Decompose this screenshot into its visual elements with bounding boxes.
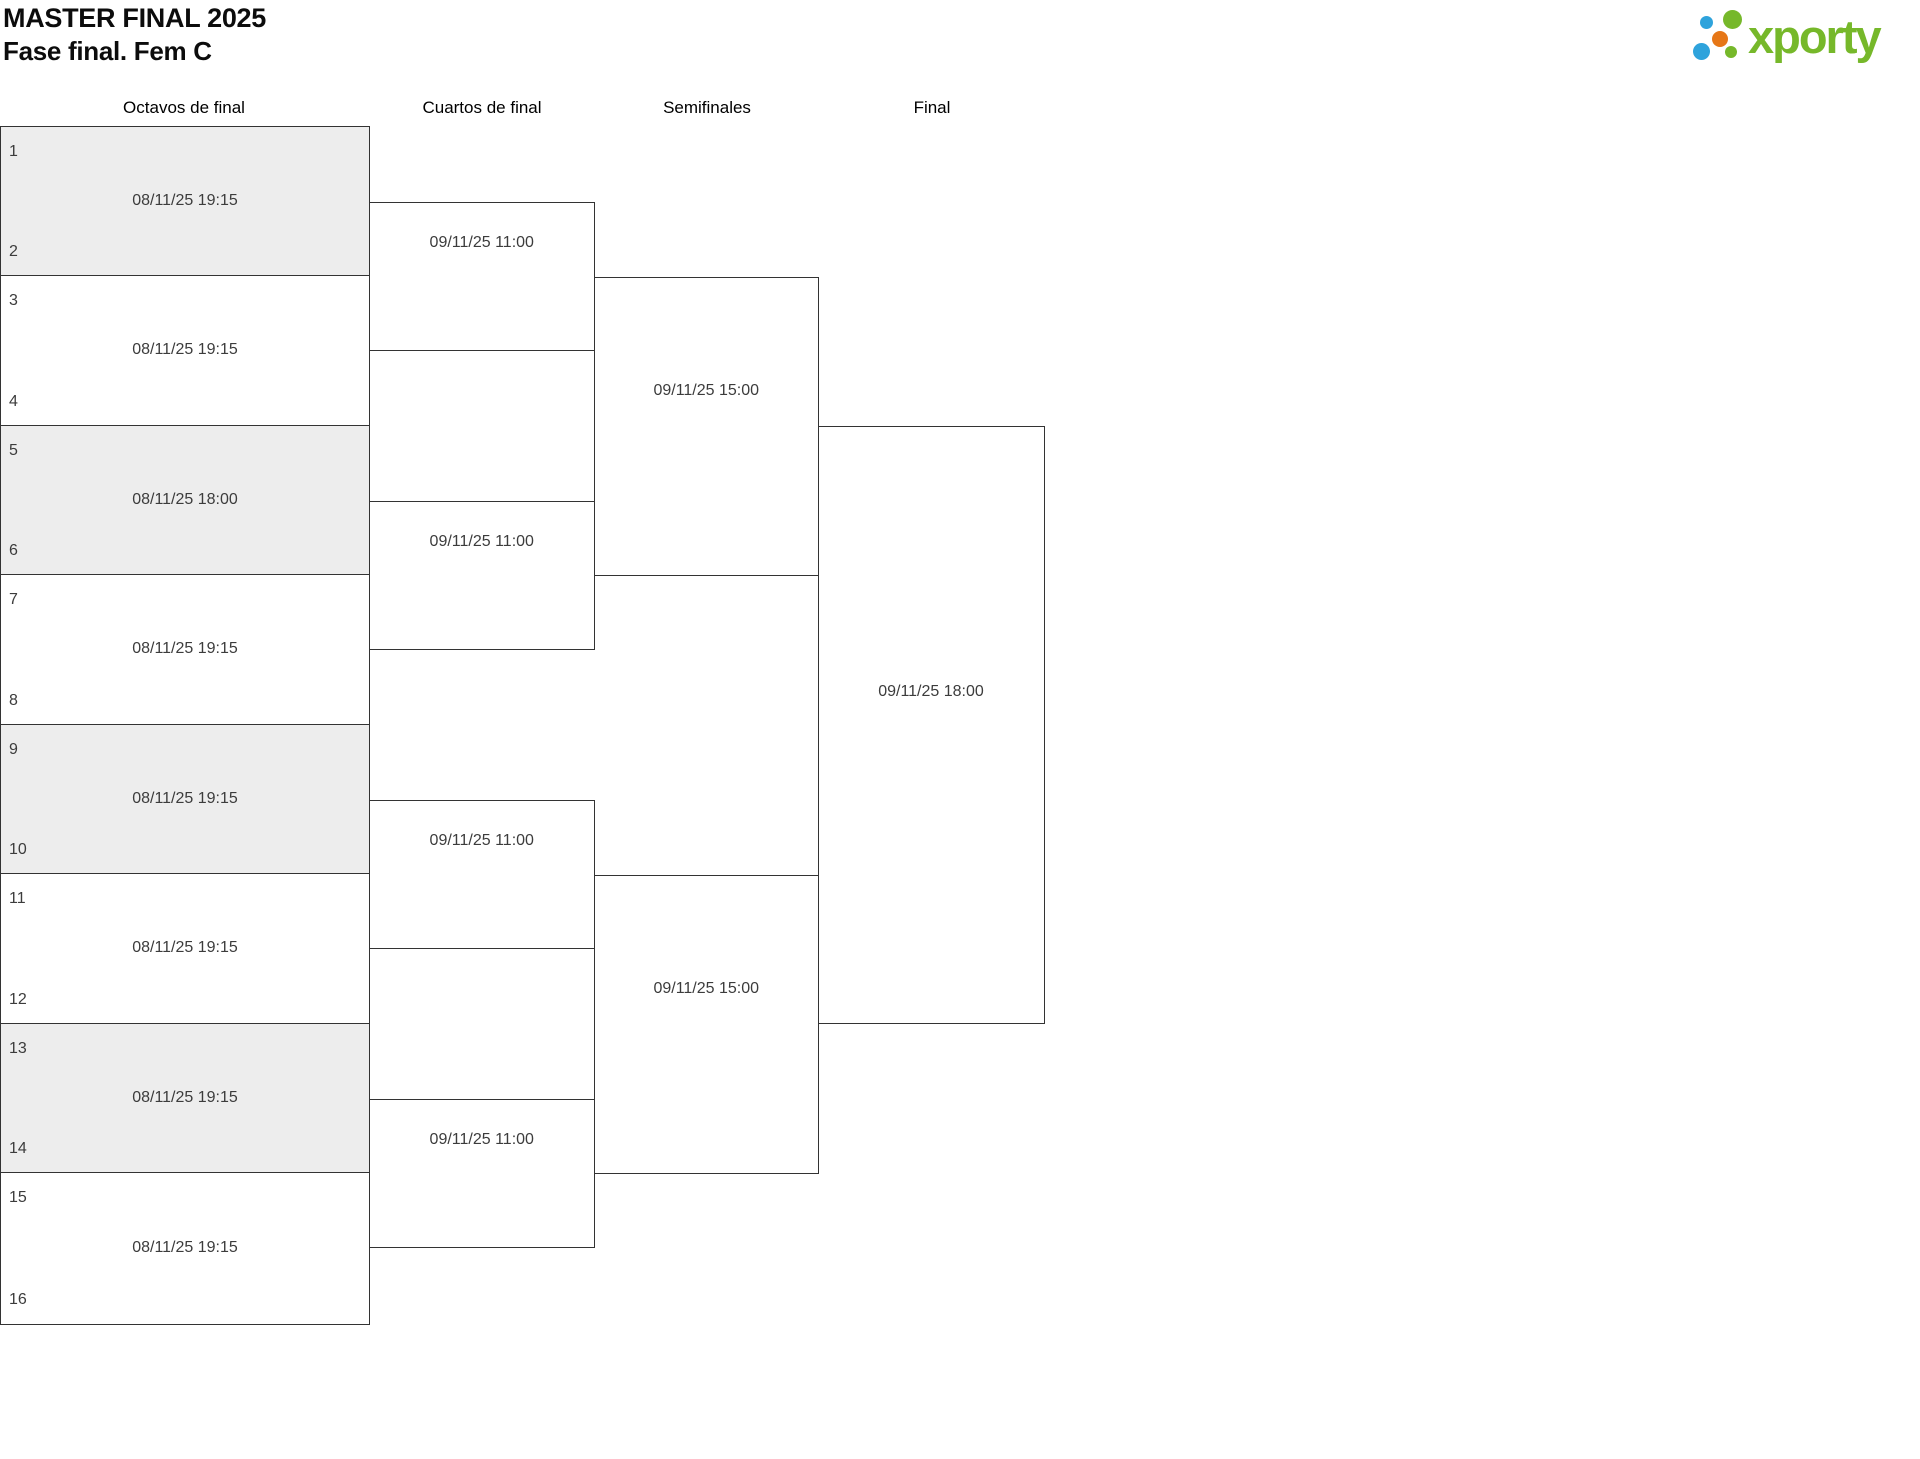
match-datetime: 09/11/25 11:00 xyxy=(429,233,534,251)
round-header-octavos: Octavos de final xyxy=(123,98,245,117)
seed-label: 8 xyxy=(9,691,18,709)
match-datetime: 09/11/25 15:00 xyxy=(653,979,760,997)
seed-label: 11 xyxy=(9,890,26,907)
seed-label: 3 xyxy=(9,292,18,309)
match-datetime: 09/11/25 15:00 xyxy=(653,381,760,399)
match-datetime: 08/11/25 19:15 xyxy=(132,939,238,957)
seed-label: 7 xyxy=(9,591,18,608)
match-r16-7[interactable]: 13 08/11/25 19:15 14 xyxy=(1,1023,369,1173)
logo-dot-orange-icon xyxy=(1712,31,1728,47)
match-datetime: 09/11/25 11:00 xyxy=(429,532,534,550)
match-qf-1[interactable]: 09/11/25 11:00 xyxy=(368,201,595,352)
round-header-cuartos: Cuartos de final xyxy=(422,98,542,117)
logo-wordmark: xporty xyxy=(1748,10,1882,63)
match-qf-2[interactable]: 09/11/25 11:00 xyxy=(368,500,595,651)
page-title: MASTER FINAL 2025 xyxy=(3,3,266,33)
seed-label: 12 xyxy=(9,990,27,1008)
round-header-semifinales: Semifinales xyxy=(663,98,751,117)
seed-label: 6 xyxy=(9,542,18,559)
match-datetime: 09/11/25 11:00 xyxy=(429,1130,534,1148)
match-sf-1[interactable]: 09/11/25 15:00 xyxy=(593,276,819,576)
match-datetime: 08/11/25 19:15 xyxy=(132,191,238,209)
logo-dot-blue-small-icon xyxy=(1700,16,1713,29)
page-subtitle: Fase final. Fem C xyxy=(3,36,212,66)
match-r16-4[interactable]: 7 08/11/25 19:15 8 xyxy=(1,575,369,725)
round-header-final: Final xyxy=(913,98,951,117)
match-datetime: 08/11/25 19:15 xyxy=(132,640,238,658)
seed-label: 15 xyxy=(9,1189,27,1206)
match-datetime: 08/11/25 18:00 xyxy=(132,490,238,508)
seed-label: 10 xyxy=(9,841,27,858)
match-r16-8[interactable]: 15 08/11/25 19:15 16 xyxy=(1,1173,369,1323)
match-r16-6[interactable]: 11 08/11/25 19:15 12 xyxy=(1,874,369,1024)
round-of-16-column: 1 08/11/25 19:15 2 3 08/11/25 19:15 4 5 … xyxy=(0,125,370,1325)
title-block: MASTER FINAL 2025 Fase final. Fem C xyxy=(3,2,266,67)
match-datetime: 08/11/25 19:15 xyxy=(132,1238,238,1256)
xporty-logo[interactable]: xporty xyxy=(1690,6,1915,66)
match-r16-2[interactable]: 3 08/11/25 19:15 4 xyxy=(1,276,369,426)
match-sf-2[interactable]: 09/11/25 15:00 xyxy=(593,874,819,1174)
match-r16-1[interactable]: 1 08/11/25 19:15 2 xyxy=(1,126,369,276)
seed-label: 1 xyxy=(9,142,18,160)
match-datetime: 09/11/25 11:00 xyxy=(429,831,534,849)
seed-label: 5 xyxy=(9,441,18,459)
seed-label: 2 xyxy=(9,243,18,260)
seed-label: 9 xyxy=(9,740,18,758)
match-r16-3[interactable]: 5 08/11/25 18:00 6 xyxy=(1,425,369,575)
seed-label: 14 xyxy=(9,1140,27,1157)
match-datetime: 08/11/25 19:15 xyxy=(132,341,238,359)
match-r16-5[interactable]: 9 08/11/25 19:15 10 xyxy=(1,724,369,874)
logo-dot-green-small-icon xyxy=(1725,46,1737,58)
match-qf-3[interactable]: 09/11/25 11:00 xyxy=(368,799,595,950)
logo-dot-blue-large-icon xyxy=(1693,43,1710,60)
match-qf-4[interactable]: 09/11/25 11:00 xyxy=(368,1098,595,1249)
seed-label: 16 xyxy=(9,1290,27,1308)
match-datetime: 08/11/25 19:15 xyxy=(132,789,238,807)
match-datetime: 09/11/25 18:00 xyxy=(878,683,984,700)
seed-label: 13 xyxy=(9,1039,27,1057)
match-final[interactable]: 09/11/25 18:00 xyxy=(817,426,1045,1024)
logo-dot-green-large-icon xyxy=(1723,10,1742,29)
seed-label: 4 xyxy=(9,392,18,410)
match-datetime: 08/11/25 19:15 xyxy=(132,1088,238,1106)
